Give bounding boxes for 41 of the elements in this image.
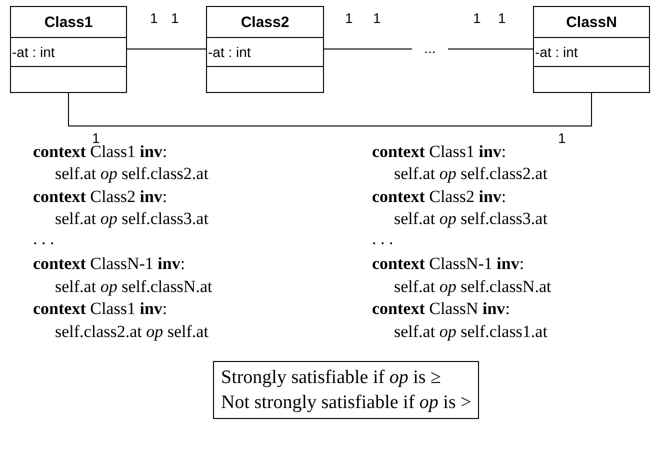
constraint-text: context ClassN-1 inv: <box>33 254 186 274</box>
class-name: Class1 <box>44 14 93 30</box>
multiplicity-label: 1 <box>171 10 179 26</box>
constraint-text: self.at op self.class3.at <box>394 209 548 229</box>
multiplicity-label: 1 <box>150 10 158 26</box>
constraint-text: context Class2 inv: <box>372 187 506 207</box>
ellipsis-text: ... <box>412 40 448 58</box>
class-name: Class2 <box>240 14 290 30</box>
attribute-text: -at : int <box>207 44 251 60</box>
class-box <box>533 6 650 93</box>
multiplicity-label: 1 <box>345 10 353 26</box>
result-text: Not strongly satisfiable if op is > <box>221 391 472 415</box>
result-box <box>213 361 480 419</box>
constraint-text: self.at op self.class3.at <box>55 209 208 229</box>
class-box <box>10 6 127 93</box>
constraint-text: context Class1 inv: <box>33 299 168 319</box>
multiplicity-label: 1 <box>373 10 381 26</box>
association-line <box>68 92 592 126</box>
constraint-text: self.at op self.class2.at <box>55 164 208 184</box>
attribute-text: -at : int <box>11 44 55 60</box>
attribute-text: -at : int <box>534 44 578 60</box>
ellipsis-text: . . . <box>372 229 394 249</box>
constraint-text: self.class2.at op self.at <box>55 322 208 342</box>
association-line <box>448 48 534 50</box>
constraint-text: self.at op self.classN.at <box>55 277 212 297</box>
constraint-text: context Class2 inv: <box>33 187 168 207</box>
constraint-text: self.at op self.classN.at <box>394 277 552 297</box>
constraint-text: context Class1 inv: <box>372 142 506 162</box>
class-name: ClassN <box>566 14 617 30</box>
constraint-text: context ClassN-1 inv: <box>372 254 524 274</box>
ellipsis-text: . . . <box>33 229 54 249</box>
constraint-text: self.at op self.class2.at <box>394 164 548 184</box>
result-text: Strongly satisfiable if op is ≥ <box>221 366 442 390</box>
association-line <box>126 48 206 50</box>
multiplicity-label: 1 <box>473 10 481 26</box>
class-box <box>206 6 324 93</box>
constraint-text: context ClassN inv: <box>372 299 510 319</box>
constraint-text: self.at op self.class1.at <box>394 322 548 342</box>
multiplicity-label: 1 <box>558 130 566 146</box>
association-line <box>324 48 412 50</box>
multiplicity-label: 1 <box>498 10 506 26</box>
